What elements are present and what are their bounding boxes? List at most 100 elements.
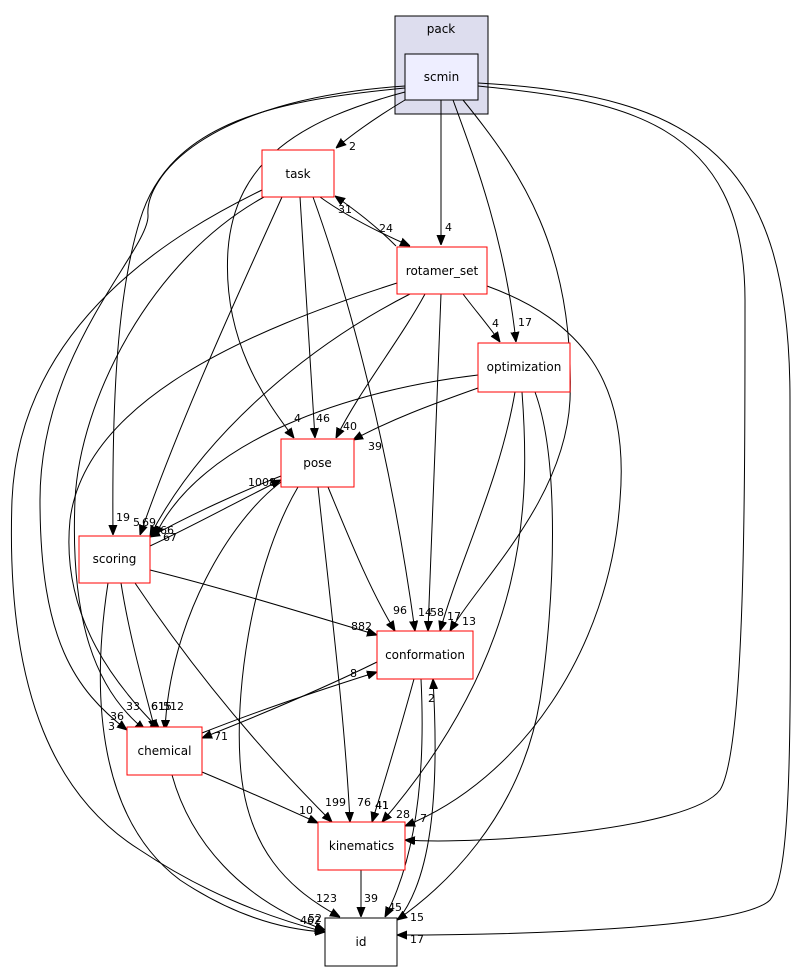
edge-label: 61 (151, 700, 165, 713)
edge-label: 8 (350, 667, 357, 680)
edge-scoring-pose[interactable]: 1008 (149, 476, 281, 547)
edge-optimization-scoring[interactable]: 66 (155, 374, 479, 537)
edge-chemical-kinematics[interactable]: 10 (201, 771, 318, 823)
edge-pose-kinematics[interactable]: 76 (317, 486, 371, 822)
edge-scmin-conformation[interactable]: 13 (450, 99, 571, 631)
edge-conformation-chemical[interactable]: 71 (202, 661, 378, 743)
node-chemical[interactable]: chemical (126, 726, 203, 776)
edge-line (149, 569, 377, 635)
edge-label: 69 (142, 516, 156, 529)
edge-task-chemical[interactable]: 33 (73, 196, 265, 730)
node-conformation[interactable]: conformation (376, 630, 474, 680)
edge-line (397, 679, 435, 921)
edge-rotamer_set-chemical[interactable]: 61 (68, 282, 398, 730)
edge-pose-id[interactable]: 123 (238, 486, 340, 917)
edge-line (312, 196, 415, 631)
edge-label: 41 (375, 799, 389, 812)
node-optimization[interactable]: optimization (477, 342, 571, 393)
node-box (317, 821, 406, 871)
edge-label: 2 (428, 692, 435, 705)
edge-line (150, 293, 411, 536)
edge-optimization-pose[interactable]: 39 (353, 387, 479, 453)
edge-scmin-optimization[interactable]: 17 (452, 99, 532, 342)
edge-task-rotamer_set[interactable]: 24 (319, 196, 410, 246)
edge-label: 17 (410, 933, 424, 946)
edge-line (171, 774, 325, 930)
node-label: scmin (424, 70, 459, 84)
edge-label: 66 (160, 524, 174, 537)
node-label: task (285, 167, 310, 181)
edge-label: 512 (163, 700, 184, 713)
edge-rotamer_set-conformation[interactable]: 58 (428, 293, 444, 631)
edge-line (327, 486, 395, 631)
edge-label: 31 (338, 203, 352, 216)
node-box (126, 726, 203, 776)
edge-label: 10 (299, 804, 313, 817)
edge-scoring-chemical[interactable]: 615 (120, 582, 172, 730)
edge-line (165, 481, 282, 730)
edge-scmin-pose[interactable]: 4 (226, 91, 406, 438)
node-label: scoring (93, 552, 137, 566)
edge-label: 17 (518, 316, 532, 329)
edge-kinematics-id[interactable]: 39 (361, 870, 378, 917)
edge-label: 5 (133, 516, 140, 529)
edge-line (73, 196, 265, 730)
edge-label: 39 (364, 892, 378, 905)
node-label: pose (303, 456, 332, 470)
edge-label: 45 (388, 901, 402, 914)
node-label: rotamer_set (406, 264, 479, 278)
edge-line (120, 582, 155, 730)
edge-label: 36 (110, 710, 124, 723)
node-rotamer_set[interactable]: rotamer_set (396, 246, 488, 295)
edge-scoring-kinematics[interactable]: 199 (134, 582, 346, 822)
node-kinematics[interactable]: kinematics (317, 821, 406, 871)
edge-task-id[interactable]: 3 (10, 189, 325, 932)
edge-label: 40 (343, 420, 357, 433)
edge-rotamer_set-optimization[interactable]: 4 (462, 293, 500, 342)
edge-line (397, 82, 791, 935)
edges-layer: 2 4 17 4 19 13 36 (10, 82, 791, 946)
edge-optimization-id[interactable]: 15 (397, 391, 553, 924)
edge-label: 24 (379, 222, 393, 235)
edge-line (405, 85, 746, 841)
edge-task-pose[interactable]: 46 (299, 196, 330, 438)
node-id[interactable]: id (324, 917, 398, 967)
node-label: kinematics (329, 839, 394, 853)
edge-label: 123 (316, 892, 337, 905)
edge-label: 7 (420, 812, 427, 825)
node-label: id (356, 935, 367, 949)
edge-optimization-conformation[interactable]: 17 (440, 391, 516, 631)
edge-line (10, 189, 325, 932)
edge-task-scoring[interactable]: 5 (133, 196, 283, 535)
edge-pose-chemical[interactable]: 512 (163, 481, 282, 730)
edge-conformation-kinematics[interactable]: 41 (372, 678, 415, 822)
edge-label: 58 (430, 606, 444, 619)
node-pose[interactable]: pose (280, 438, 355, 488)
edge-conformation-id[interactable]: 45 (385, 678, 423, 917)
edge-scmin-rotamer_set[interactable]: 4 (441, 100, 452, 245)
edge-pose-conformation[interactable]: 96 (327, 486, 407, 631)
edge-line (336, 293, 426, 438)
edge-scmin-chemical[interactable]: 36 (39, 85, 406, 730)
edge-scmin-id[interactable]: 17 (397, 82, 791, 946)
edge-chemical-conformation[interactable]: 8 (201, 667, 377, 734)
edge-label: 15 (410, 911, 424, 924)
node-scmin[interactable]: scmin (404, 53, 479, 101)
edge-rotamer_set-task[interactable]: 31 (335, 196, 397, 247)
edge-chemical-id[interactable]: 52 (171, 774, 325, 930)
node-scoring[interactable]: scoring (78, 535, 151, 584)
edge-rotamer_set-kinematics[interactable]: 28 (396, 285, 622, 826)
edge-scoring-conformation[interactable]: 882 (149, 569, 377, 635)
edge-label: 3 (108, 720, 115, 733)
edge-line (113, 87, 406, 535)
edge-id-conformation[interactable]: 2 (397, 679, 435, 921)
edge-scmin-kinematics[interactable]: 7 (405, 85, 746, 841)
edge-rotamer_set-pose[interactable]: 40 (336, 293, 426, 438)
edge-line (149, 480, 281, 547)
edge-scmin-scoring[interactable]: 19 (113, 87, 406, 535)
nodes-layer: scmin task rotamer_set optimization pose… (78, 53, 571, 967)
edge-rotamer_set-scoring[interactable]: 69 (142, 293, 411, 536)
edge-line (68, 282, 398, 730)
edge-scmin-task[interactable]: 2 (336, 99, 406, 153)
node-task[interactable]: task (261, 149, 335, 198)
